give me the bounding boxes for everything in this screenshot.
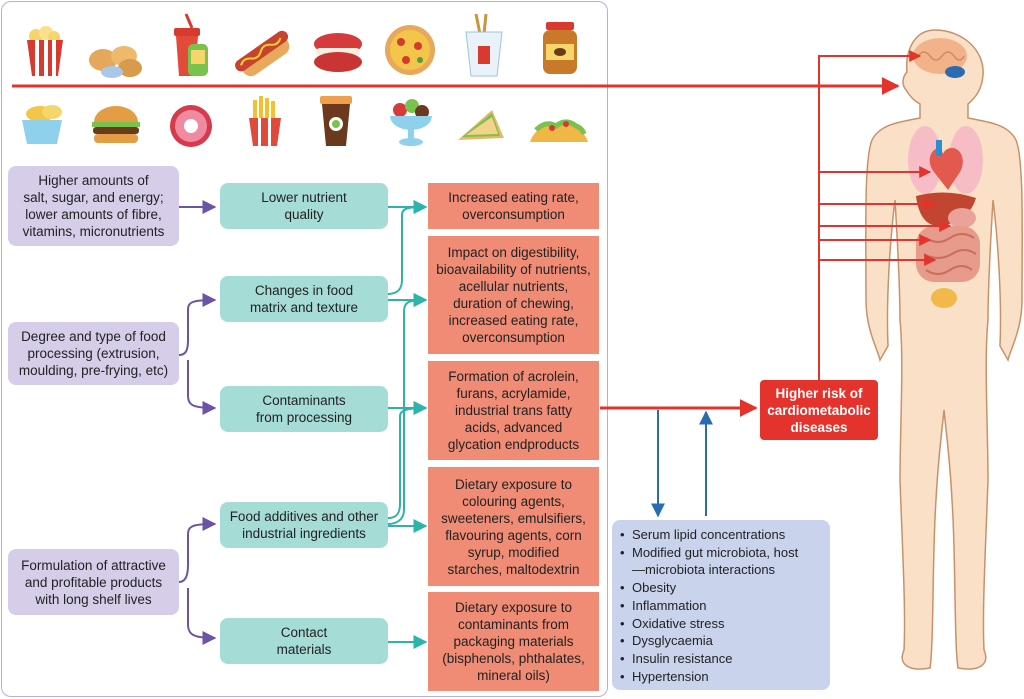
- mechanism-item: Insulin resistance: [620, 650, 824, 668]
- sandwich-icon: [458, 110, 504, 140]
- effect-digestibility: Impact on digestibility, bioavailability…: [428, 236, 599, 354]
- factor-food-processing: Degree and type of food processing (extr…: [8, 322, 179, 385]
- mechanism-item: Oxidative stress: [620, 615, 824, 633]
- mechanism-item: Hypertension: [620, 668, 824, 686]
- teal-arrows: [387, 200, 428, 649]
- pathway-nutrient-quality: Lower nutrient quality: [220, 183, 388, 229]
- brain-icon: [913, 38, 967, 78]
- fries-icon: [249, 96, 281, 146]
- effect-eating-rate: Increased eating rate, overconsumption: [428, 183, 599, 229]
- pathway-food-additives: Food additives and other industrial ingr…: [220, 502, 388, 548]
- macaron-icon: [314, 33, 362, 72]
- burger-icon: [92, 106, 140, 143]
- pathway-contaminants: Contaminants from processing: [220, 386, 388, 432]
- mechanism-item: Modified gut microbiota, host —microbiot…: [620, 544, 824, 579]
- coffee-cup-icon: [320, 96, 352, 146]
- donut-icon: [170, 105, 212, 147]
- taco-icon: [530, 119, 588, 142]
- soda-cup-icon: [174, 13, 208, 76]
- effect-packaging-contaminant-exposure: Dietary exposure to contaminants from pa…: [428, 592, 599, 691]
- effect-process-contaminant-formation: Formation of acrolein, furans, acrylamid…: [428, 361, 599, 460]
- mechanism-item: Dysglycaemia: [620, 632, 824, 650]
- chips-bowl-icon: [22, 105, 62, 144]
- factor-product-formulation: Formulation of attractive and profitable…: [8, 549, 179, 615]
- mechanisms-box: Serum lipid concentrations Modified gut …: [612, 520, 830, 690]
- heart-icon: [929, 140, 963, 190]
- takeout-box-icon: [465, 13, 503, 77]
- stomach-icon: [948, 208, 976, 228]
- hot-dog-icon: [235, 30, 290, 77]
- nuggets-icon: [89, 46, 142, 78]
- outcome-to-organ-arrows: [818, 50, 952, 380]
- lungs-icon: [908, 126, 983, 194]
- pizza-icon: [385, 25, 435, 75]
- pathway-food-matrix: Changes in food matrix and texture: [220, 276, 388, 322]
- mechanism-item: Inflammation: [620, 597, 824, 615]
- bladder-icon: [931, 288, 957, 308]
- spread-jar-icon: [543, 22, 577, 74]
- mechanism-item: Obesity: [620, 579, 824, 597]
- factor-nutrient-profile: Higher amounts of salt, sugar, and energ…: [8, 166, 179, 246]
- body-outline: [865, 29, 1023, 670]
- mechanism-item: Serum lipid concentrations: [620, 526, 824, 544]
- pathway-contact-materials: Contact materials: [220, 618, 388, 664]
- purple-arrows: [178, 200, 217, 645]
- popcorn-icon: [27, 26, 63, 76]
- effect-additive-exposure: Dietary exposure to colouring agents, sw…: [428, 467, 599, 586]
- ice-cream-icon: [390, 99, 432, 146]
- outcome-cardiometabolic-risk: Higher risk of cardiometabolic diseases: [760, 380, 878, 440]
